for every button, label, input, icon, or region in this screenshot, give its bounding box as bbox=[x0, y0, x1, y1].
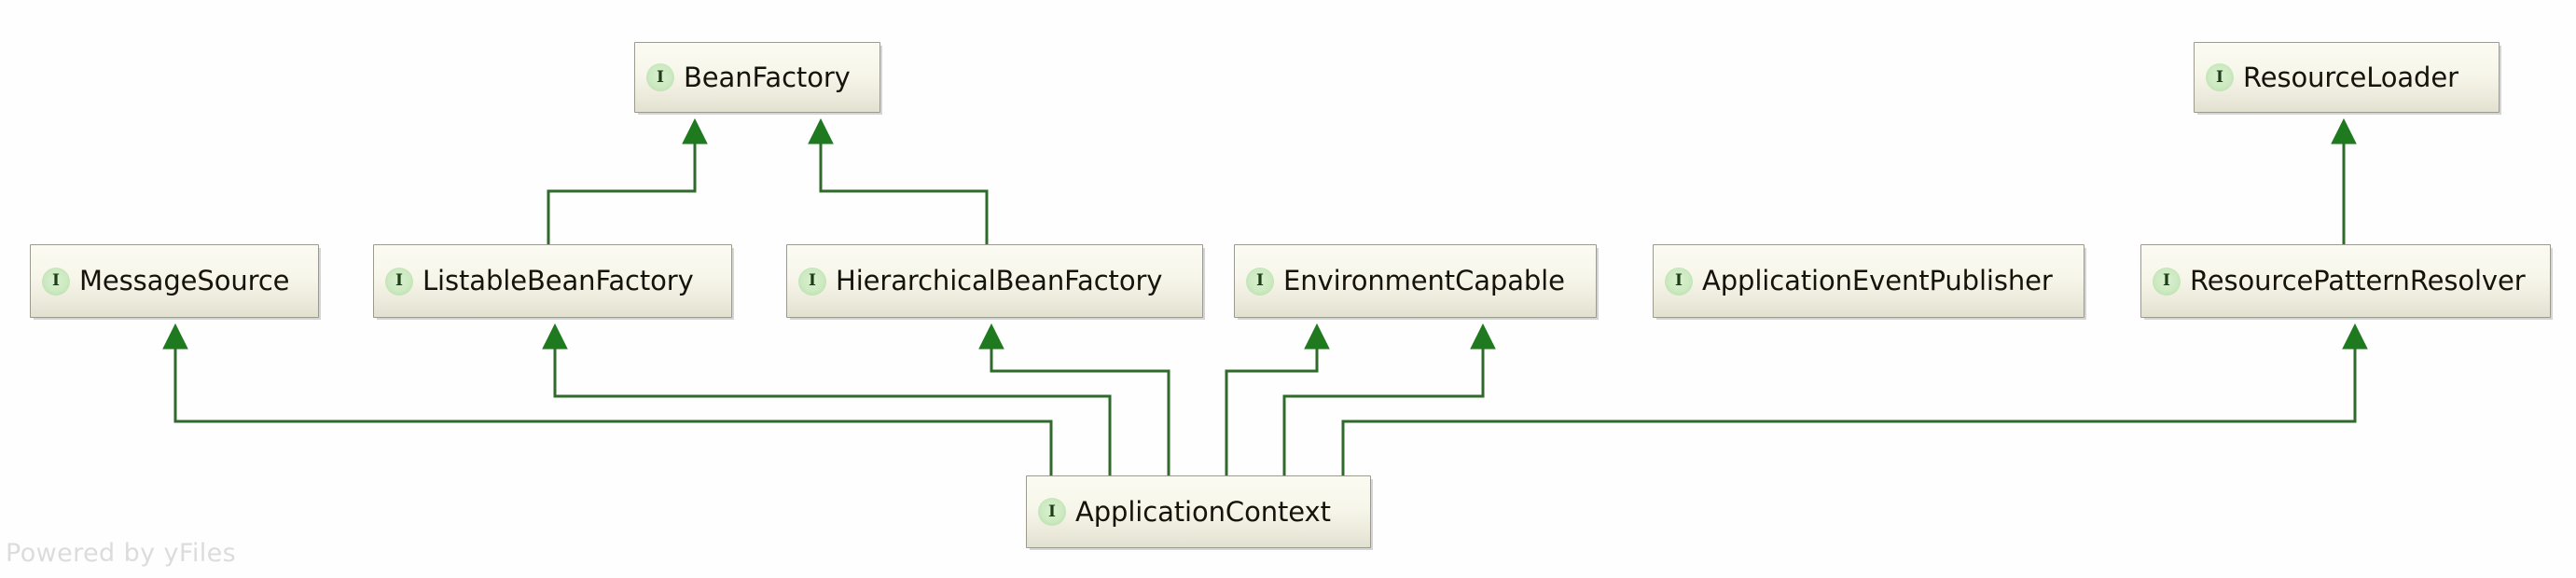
uml-node-resourceloader[interactable]: I ResourceLoader bbox=[2194, 42, 2500, 113]
generalization-arrowhead bbox=[978, 323, 1004, 350]
interface-icon: I bbox=[385, 267, 413, 296]
edge-applicationcontext-to-hierarchicalbeanfactory bbox=[978, 323, 1170, 475]
generalization-arrowhead bbox=[542, 323, 568, 350]
uml-node-label: ApplicationEventPublisher bbox=[1702, 265, 2053, 296]
generalization-arrowhead bbox=[2342, 323, 2368, 350]
generalization-arrowhead bbox=[1304, 323, 1330, 350]
edge-applicationcontext-to-listablebeanfactory bbox=[542, 323, 1112, 475]
generalization-arrowhead bbox=[808, 117, 834, 144]
generalization-arrowhead bbox=[682, 117, 708, 144]
uml-node-messagesource[interactable]: I MessageSource bbox=[30, 244, 319, 318]
uml-node-label: EnvironmentCapable bbox=[1283, 265, 1565, 296]
uml-node-listablebeanfactory[interactable]: I ListableBeanFactory bbox=[373, 244, 732, 318]
edge-applicationcontext-to-environmentcapable bbox=[1225, 323, 1330, 475]
interface-icon: I bbox=[42, 267, 70, 296]
edge-listablebeanfactory-to-beanfactory bbox=[547, 117, 708, 244]
edge-applicationcontext-to-resourcepatternresolver bbox=[1341, 323, 2368, 475]
edge-resourcepatternresolver-to-resourceloader bbox=[2331, 117, 2357, 244]
uml-node-label: MessageSource bbox=[79, 265, 290, 296]
edge-applicationcontext-to-applicationeventpublisher bbox=[1282, 323, 1496, 475]
uml-node-resourcepatternresolver[interactable]: I ResourcePatternResolver bbox=[2140, 244, 2551, 318]
uml-node-applicationeventpublisher[interactable]: I ApplicationEventPublisher bbox=[1653, 244, 2084, 318]
uml-node-label: ResourcePatternResolver bbox=[2190, 265, 2526, 296]
interface-icon: I bbox=[1038, 498, 1066, 526]
generalization-arrowhead bbox=[2331, 117, 2357, 144]
interface-icon: I bbox=[2206, 63, 2234, 91]
uml-node-applicationcontext[interactable]: I ApplicationContext bbox=[1026, 475, 1371, 548]
uml-node-label: ListableBeanFactory bbox=[422, 265, 694, 296]
generalization-arrowhead bbox=[162, 323, 188, 350]
interface-icon: I bbox=[2153, 267, 2181, 296]
uml-node-label: ApplicationContext bbox=[1075, 495, 1331, 528]
uml-node-environmentcapable[interactable]: I EnvironmentCapable bbox=[1234, 244, 1597, 318]
interface-icon: I bbox=[1246, 267, 1274, 296]
edge-applicationcontext-to-messagesource bbox=[162, 323, 1053, 475]
uml-node-beanfactory[interactable]: I BeanFactory bbox=[634, 42, 880, 113]
yfiles-watermark: Powered by yFiles bbox=[6, 539, 237, 568]
interface-icon: I bbox=[1665, 267, 1693, 296]
interface-icon: I bbox=[798, 267, 826, 296]
uml-node-label: ResourceLoader bbox=[2243, 61, 2458, 93]
uml-node-hierarchicalbeanfactory[interactable]: I HierarchicalBeanFactory bbox=[786, 244, 1203, 318]
interface-icon: I bbox=[646, 63, 674, 91]
generalization-arrowhead bbox=[1470, 323, 1496, 350]
uml-node-label: HierarchicalBeanFactory bbox=[836, 265, 1163, 296]
edge-hierarchicalbeanfactory-to-beanfactory bbox=[808, 117, 989, 244]
uml-node-label: BeanFactory bbox=[684, 61, 851, 93]
